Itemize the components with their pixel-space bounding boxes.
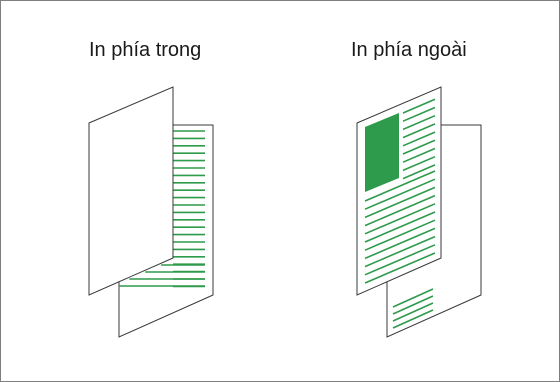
outside-front-print-line [402, 98, 436, 114]
outside-print-folded-sheet [356, 86, 482, 338]
inside-print-caption: In phía trong [89, 39, 202, 61]
outside-back-print-line [392, 288, 434, 308]
outside-front-print-line [364, 252, 436, 284]
outside-front-print-line [402, 106, 436, 122]
outside-back-print-line [392, 309, 434, 329]
outside-front-print-line [364, 227, 436, 260]
outside-image-block [365, 113, 399, 192]
inside-front-cover [88, 86, 174, 296]
inside-print-folded-sheet [88, 86, 214, 338]
outside-front-print-line [364, 178, 436, 210]
outside-print-caption: In phía ngoài [351, 39, 467, 61]
outside-back-print-line [392, 302, 434, 322]
outside-front-print-line [402, 131, 436, 147]
outside-front-print-line [364, 235, 436, 268]
outside-back-printed-lines [392, 288, 434, 329]
inside-printed-lines [119, 130, 205, 288]
outside-front-print-line [364, 203, 436, 235]
outside-front-print-line [364, 186, 436, 219]
outside-back-print-line [392, 295, 434, 315]
outside-front-print-line [402, 164, 436, 180]
outside-front-print-line [402, 155, 436, 172]
outside-front-print-line [364, 211, 436, 243]
outside-front-print-line [364, 194, 436, 227]
outside-front-print-line [364, 244, 436, 276]
outside-front-print-line [402, 147, 436, 163]
outside-front-print-line [364, 170, 436, 202]
outside-front-print-line [402, 123, 436, 139]
outside-front-print-line [402, 139, 436, 155]
outside-front-print-line [402, 114, 436, 131]
outside-front-printed-lines [364, 98, 436, 284]
outside-front-print-line [364, 219, 436, 251]
